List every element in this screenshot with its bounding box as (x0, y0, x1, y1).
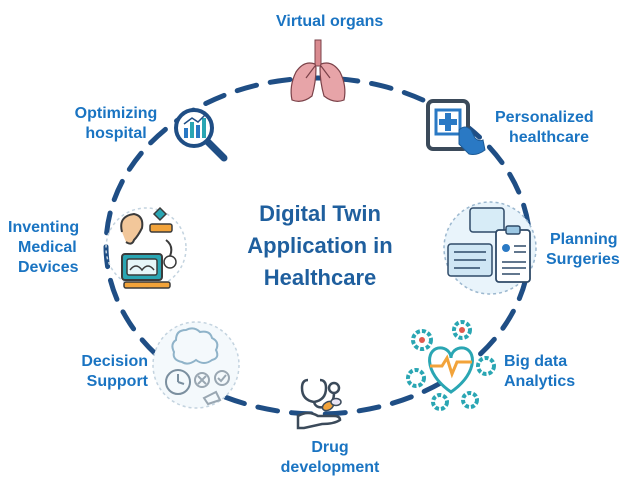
label-optimizing-hospital: Optimizing hospital (62, 104, 170, 144)
drug-line1: Drug (311, 439, 349, 456)
label-big-data-analytics: Big data Analytics (504, 352, 575, 392)
optimizing-line1: Optimizing (74, 105, 158, 122)
inventing-line1: Inventing (8, 219, 80, 236)
label-drug-development: Drug development (271, 438, 389, 478)
personalized-line2: healthcare (509, 129, 590, 146)
center-title: Digital Twin Application in Healthcare (215, 198, 425, 294)
label-decision-support: Decision Support (60, 352, 148, 392)
magnifier-chart-icon (172, 106, 232, 164)
big-data-line2: Analytics (504, 373, 576, 390)
heart-gears-icon (402, 316, 500, 414)
clipboard-documents-icon (440, 200, 540, 296)
stethoscope-pills-hand-icon (294, 376, 348, 434)
lungs-icon (286, 38, 350, 108)
decision-line1: Decision (81, 353, 148, 370)
inventing-line3: Devices (18, 259, 79, 276)
optimizing-line2: hospital (85, 125, 147, 142)
center-title-line1: Digital Twin (259, 201, 381, 226)
medical-devices-icon (104, 202, 188, 294)
label-planning-surgeries: Planning Surgeries (546, 230, 620, 270)
tablet-medical-cross-icon (425, 98, 487, 158)
brain-stopwatch-icon (150, 320, 242, 410)
center-title-line2: Application in (247, 233, 393, 258)
planning-line2: Surgeries (546, 251, 620, 268)
decision-line2: Support (86, 373, 148, 390)
inventing-line2: Medical (18, 239, 77, 256)
label-personalized-healthcare: Personalized healthcare (495, 108, 594, 148)
label-inventing-medical-devices: Inventing Medical Devices (8, 218, 79, 278)
big-data-line1: Big data (504, 353, 568, 370)
planning-line1: Planning (550, 231, 618, 248)
virtual-organs-text: Virtual organs (276, 13, 384, 30)
label-virtual-organs: Virtual organs (276, 12, 383, 32)
personalized-line1: Personalized (495, 109, 594, 126)
drug-line2: development (280, 459, 380, 476)
center-title-line3: Healthcare (263, 265, 377, 290)
